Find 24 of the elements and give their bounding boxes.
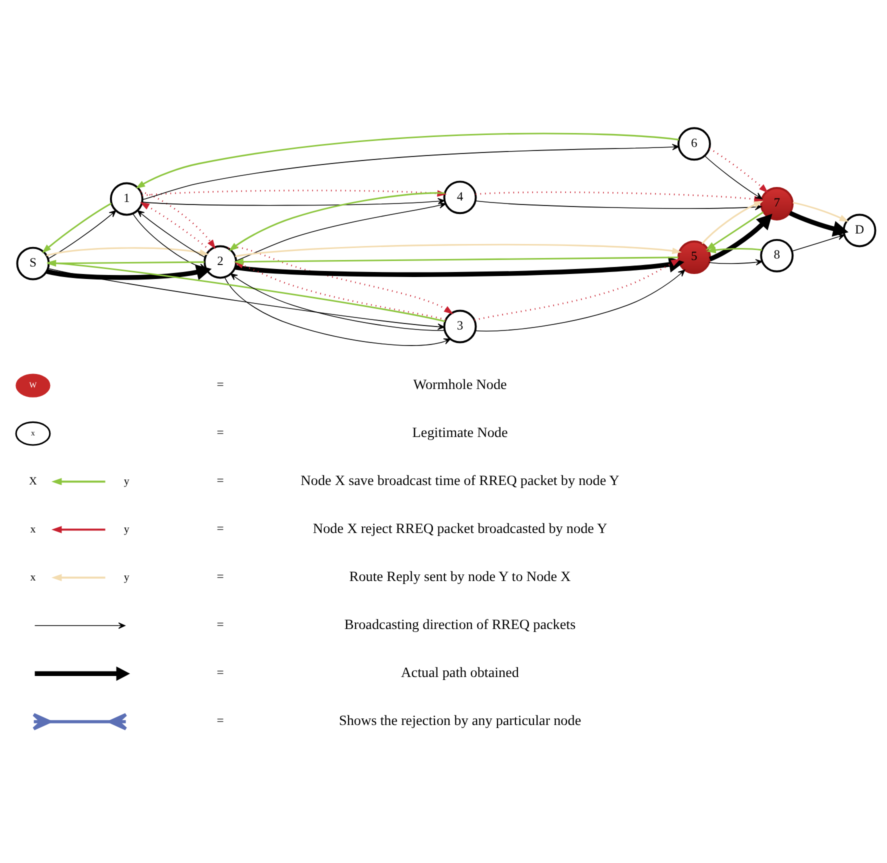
label: = [216,425,224,440]
label: = [216,473,224,488]
label: x [30,571,36,584]
label: x [30,523,36,536]
label: y [124,475,130,488]
label: x [31,428,35,438]
label: y [124,523,130,536]
legend-label: Node X reject RREQ packet broadcasted by node Y [312,520,608,537]
label: = [216,617,224,632]
label: = [216,665,224,680]
legend-label: Actual path obtained [401,664,519,681]
label: = [216,569,224,584]
label: = [216,713,224,728]
legend-label: Node X save broadcast time of RREQ packet by node Y [300,472,620,489]
legend-label: Shows the rejection by any particular node [338,712,582,729]
label: = [216,377,224,392]
label: X [29,475,37,488]
label: W [29,380,37,390]
legend-label: Broadcasting direction of RREQ packets [344,616,576,633]
label: = [216,521,224,536]
label: y [124,571,130,584]
legend-label: Legitimate Node [412,424,508,441]
legend-label: Wormhole Node [413,376,507,393]
legend-label: Route Reply sent by node Y to Node X [349,568,571,585]
